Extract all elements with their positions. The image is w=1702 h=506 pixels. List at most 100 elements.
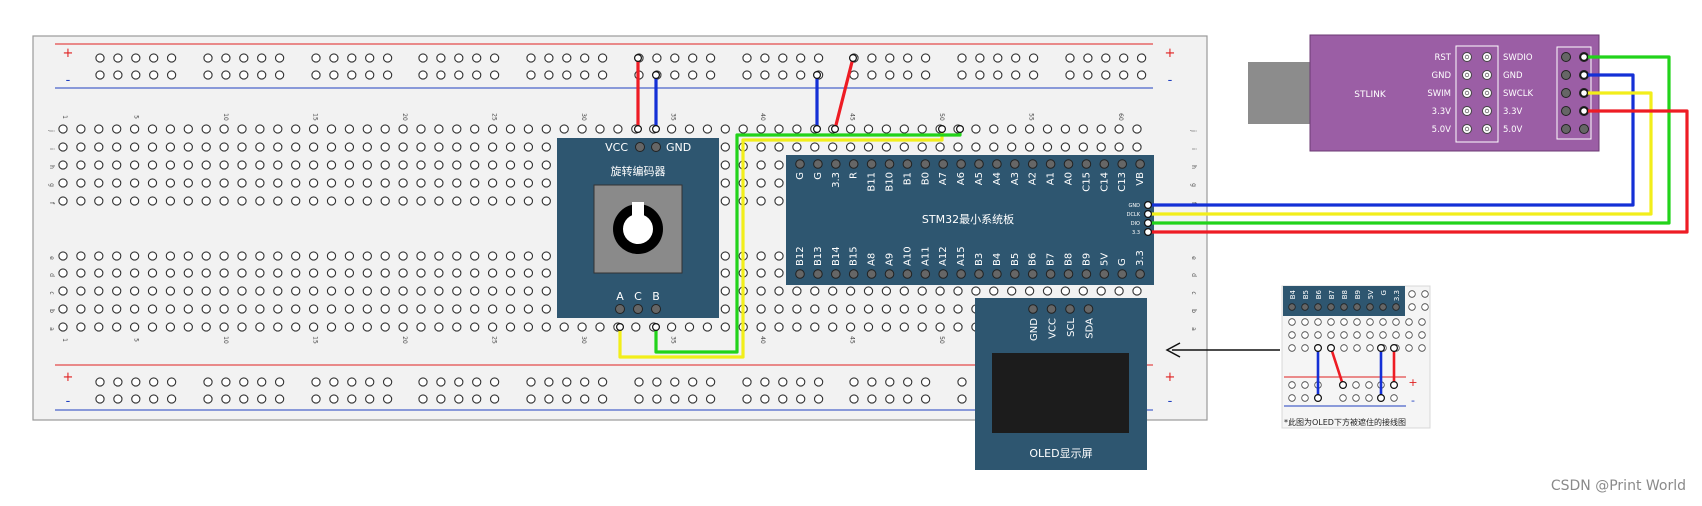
breadboard-hole	[291, 142, 301, 152]
stlink-header-pin-core	[1464, 126, 1470, 132]
breadboard-hole	[149, 394, 159, 404]
breadboard-hole	[273, 160, 283, 170]
pin	[1065, 304, 1075, 314]
breadboard-hole	[113, 394, 123, 404]
breadboard-hole	[344, 196, 355, 206]
breadboard-hole	[688, 70, 698, 80]
inset-pin	[1288, 303, 1296, 311]
breadboard-hole	[899, 124, 909, 134]
breadboard-hole	[917, 304, 927, 314]
breadboard-hole	[112, 196, 122, 206]
breadboard-hole	[472, 70, 482, 80]
breadboard-hole	[867, 394, 877, 404]
wire-swd-gnd	[1146, 73, 1635, 207]
breadboard-hole	[273, 142, 283, 152]
breadboard-hole	[183, 286, 193, 296]
breadboard-hole	[221, 377, 231, 387]
inset-pin-label: B4	[1289, 289, 1297, 299]
pin	[1099, 269, 1110, 279]
breadboard-hole	[131, 377, 141, 387]
breadboard-hole	[95, 377, 105, 387]
breadboard-hole	[311, 70, 321, 80]
breadboard-hole	[365, 53, 375, 63]
stlink-header-pin	[1462, 70, 1472, 80]
column-number: 25	[491, 113, 498, 121]
stm32-bottom-pin-label: G	[1117, 258, 1128, 266]
breadboard-hole	[957, 377, 967, 387]
breadboard-hole	[756, 304, 766, 314]
breadboard-hole	[239, 70, 249, 80]
breadboard-hole	[774, 304, 784, 314]
breadboard-hole	[362, 286, 372, 296]
breadboard-hole	[1132, 124, 1142, 134]
breadboard-hole	[398, 196, 408, 206]
stlink-header-pin-core	[1464, 54, 1470, 60]
breadboard-hole	[845, 322, 856, 332]
breadboard-hole	[94, 251, 104, 261]
breadboard-hole	[237, 322, 247, 332]
breadboard-hole	[756, 142, 766, 152]
breadboard-hole	[112, 268, 122, 278]
wire-encoder-a-end	[615, 323, 624, 332]
breadboard-hole	[957, 70, 967, 80]
breadboard-hole	[774, 124, 784, 134]
inset-hole	[1366, 331, 1374, 339]
breadboard-hole	[666, 124, 677, 134]
row-letter-left: f	[48, 202, 55, 205]
breadboard-hole	[257, 53, 267, 63]
breadboard-hole	[720, 196, 730, 206]
breadboard-hole	[1078, 142, 1088, 152]
stlink-header-pin-core	[1484, 108, 1490, 114]
breadboard-hole	[94, 160, 104, 170]
inset-pin-label: B9	[1354, 290, 1362, 299]
breadboard-hole	[523, 322, 534, 332]
breadboard-hole	[147, 286, 158, 296]
stlink-header-pin	[1462, 52, 1472, 62]
stm32-top-pin-label: B1	[902, 172, 913, 185]
breadboard-hole	[129, 124, 140, 134]
inset-hole	[1353, 318, 1361, 326]
breadboard-hole	[255, 196, 265, 206]
encoder-title: 旋转编码器	[611, 164, 666, 178]
breadboard-hole	[993, 53, 1003, 63]
breadboard-hole	[562, 394, 572, 404]
breadboard-hole	[166, 53, 177, 63]
usb-connector	[1248, 62, 1312, 124]
breadboard-hole	[845, 142, 856, 152]
breadboard-hole	[273, 196, 283, 206]
breadboard-hole	[720, 251, 730, 261]
pin	[1010, 269, 1020, 279]
breadboard-hole	[774, 268, 784, 278]
breadboard-hole	[257, 70, 267, 80]
breadboard-hole	[487, 268, 498, 278]
stm32-top-pin-label: C14	[1099, 172, 1110, 192]
row-letter-right: c	[1190, 291, 1197, 294]
breadboard-hole	[219, 178, 229, 188]
breadboard-hole	[899, 322, 909, 332]
breadboard-hole	[291, 322, 301, 332]
breadboard-hole	[344, 142, 355, 152]
stlink-header-pin	[1482, 124, 1492, 134]
inset-hole	[1340, 344, 1348, 352]
breadboard-hole	[845, 124, 856, 134]
breadboard-hole	[487, 160, 498, 170]
breadboard-hole	[201, 142, 211, 152]
inset-hole	[1340, 318, 1348, 326]
breadboard-hole	[631, 322, 641, 332]
breadboard-hole	[326, 124, 337, 134]
breadboard-hole	[94, 322, 104, 332]
inset-hole	[1405, 318, 1413, 326]
stlink-right-label: 5.0V	[1503, 125, 1523, 135]
breadboard-hole	[203, 377, 213, 387]
breadboard-hole	[380, 268, 390, 278]
breadboard-hole	[344, 124, 355, 134]
breadboard-hole	[470, 251, 480, 261]
breadboard-hole	[131, 70, 141, 80]
breadboard-hole	[720, 178, 730, 188]
breadboard-hole	[756, 251, 766, 261]
breadboard-hole	[705, 377, 716, 387]
pin	[938, 269, 949, 279]
pin	[974, 269, 984, 279]
breadboard-hole	[94, 124, 104, 134]
breadboard-hole	[237, 196, 247, 206]
